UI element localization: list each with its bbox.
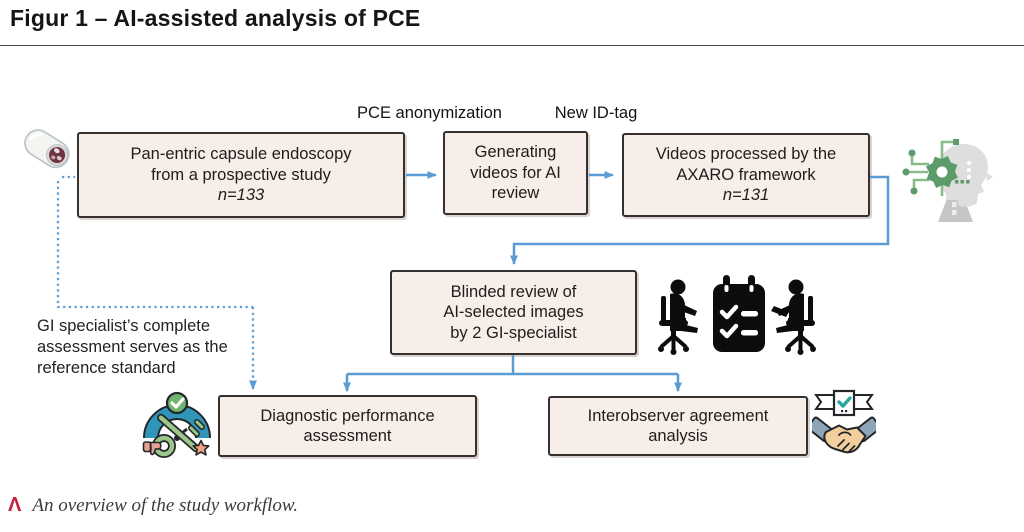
right-reviewer	[771, 279, 816, 355]
caption-marker-icon: Λ	[8, 494, 22, 516]
capsule-endoscopy-icon	[24, 129, 70, 169]
title-divider	[0, 45, 1024, 46]
flow-box-diagnostic: Diagnostic performance assessment	[218, 395, 477, 457]
split-connector	[347, 355, 678, 376]
box-text-line: AXARO framework	[676, 165, 816, 184]
left-reviewer	[658, 279, 698, 355]
figure-caption: Λ An overview of the study workflow.	[8, 495, 298, 517]
box-text-line: Blinded review of	[450, 282, 577, 301]
figure-title: Figur 1 – AI-assisted analysis of PCE	[10, 5, 421, 31]
note-line: GI specialist’s complete	[37, 317, 211, 335]
box-text-line: from a prospective study	[151, 165, 331, 184]
box-text-line: by 2 GI-specialist	[450, 323, 577, 342]
box-text-line: Videos processed by the	[655, 145, 837, 164]
note-line: assessment serves as the	[37, 338, 228, 356]
flow-box-axaro: Videos processed by the AXARO framework …	[622, 133, 870, 217]
box-text-line: Interobserver agreement	[587, 406, 769, 425]
ai-head-icon	[902, 139, 993, 222]
box-n-value: n=131	[722, 186, 770, 205]
note-line: reference standard	[37, 359, 176, 377]
box-text-line: review	[491, 184, 540, 203]
flow-box-blinded-review: Blinded review of AI-selected images by …	[390, 270, 637, 355]
box-n-value: n=133	[217, 186, 265, 205]
box-text-line: Generating	[474, 143, 557, 162]
label-pce-anonymization: PCE anonymization	[357, 104, 502, 122]
flow-box-pce-study: Pan-entric capsule endoscopy from a pros…	[77, 132, 405, 218]
reviewers-checklist-icon	[658, 275, 816, 355]
box-text-line: AI-selected images	[443, 303, 584, 322]
reference-standard-note: GI specialist’s complete assessment serv…	[37, 316, 228, 379]
handshake-agreement-icon	[812, 389, 876, 454]
box-text-line: Diagnostic performance	[260, 406, 435, 425]
box-text-line: assessment	[303, 427, 392, 445]
flow-box-generating-videos: Generating videos for AI review	[443, 131, 588, 215]
performance-gauge-icon	[142, 391, 211, 458]
flow-box-interobserver: Interobserver agreement analysis	[548, 396, 808, 456]
caption-text: An overview of the study workflow.	[32, 495, 298, 516]
label-new-id-tag: New ID-tag	[554, 104, 638, 122]
box-text-line: analysis	[648, 427, 708, 445]
box-text-line: Pan-entric capsule endoscopy	[130, 145, 352, 164]
box-text-line: videos for AI	[470, 163, 561, 182]
